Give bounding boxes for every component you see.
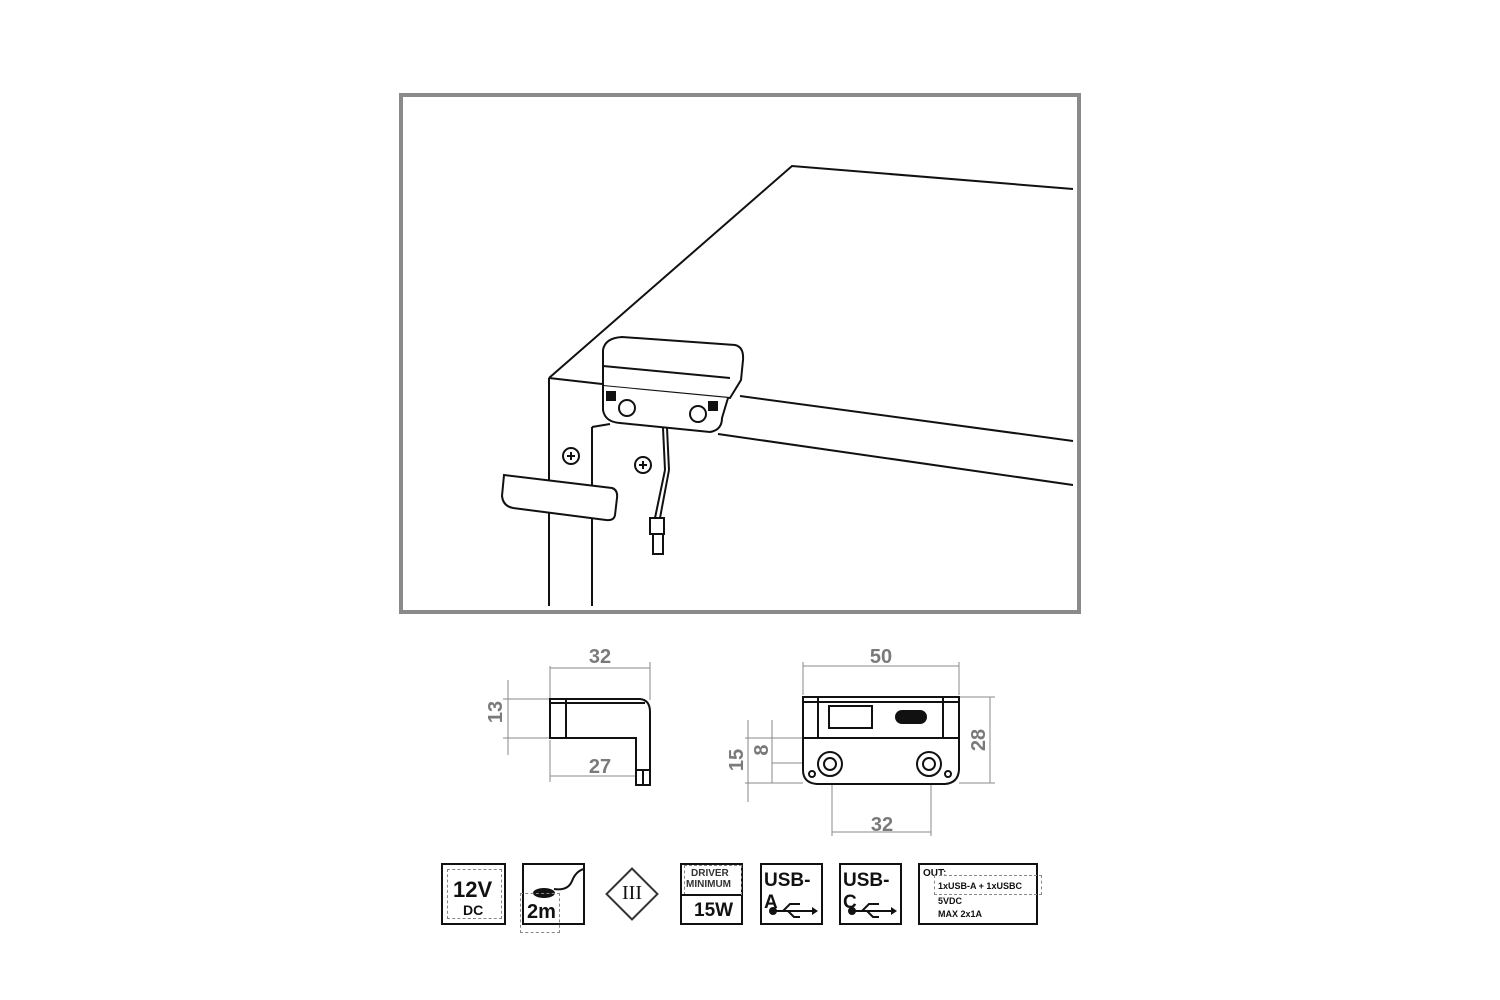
svg-text:28: 28 (968, 729, 990, 751)
svg-text:32: 32 (871, 814, 893, 836)
dashed-guide (447, 869, 502, 919)
voltage-12v-dc-icon: 12V DC (441, 863, 506, 925)
dashed-guide (934, 875, 1042, 895)
dashed-guide (520, 893, 560, 933)
usb-symbol-icon (769, 903, 818, 918)
usb-a-icon: USB-A (760, 863, 823, 925)
output-spec-icon: OUT: 1xUSB-A + 1xUSBC 5VDC MAX 2x1A (918, 863, 1042, 925)
charger-module-drawing (602, 335, 745, 434)
svg-text:15: 15 (726, 749, 748, 771)
driver-minimum-15w-icon: DRIVER MINIMUM 15W (680, 863, 743, 925)
svg-text:27: 27 (589, 756, 611, 778)
front-view-drawing: 50 32 28 15 8 (726, 646, 995, 836)
svg-text:32: 32 (589, 646, 611, 668)
usb-c-icon: USB-C (839, 863, 902, 925)
protection-class-iii-icon: III (600, 862, 664, 926)
divider (682, 894, 741, 896)
svg-text:13: 13 (485, 701, 507, 723)
screw-icons (562, 447, 652, 474)
svg-text:50: 50 (870, 646, 892, 668)
cable-length-2m-icon: 2m (520, 863, 585, 933)
svg-text:8: 8 (751, 744, 773, 755)
cover-plate-drawing (500, 473, 619, 522)
side-view-drawing: 32 27 13 (485, 646, 651, 786)
usb-symbol-icon (848, 903, 897, 918)
cable-drawing (649, 427, 670, 555)
